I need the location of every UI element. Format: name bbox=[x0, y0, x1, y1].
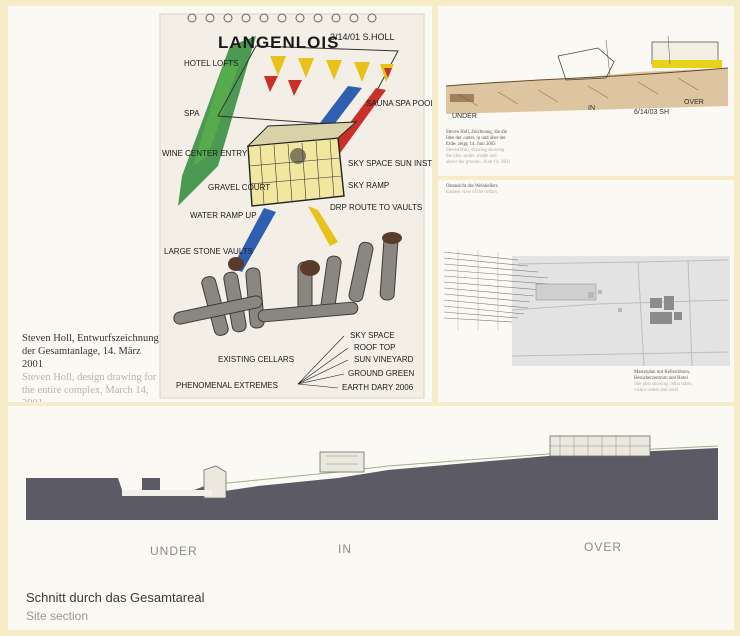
elev-caption-de-3: Erde‹ zeigt, 14. Juni 2003 bbox=[446, 142, 496, 147]
label-gravel: GRAVEL COURT bbox=[208, 183, 270, 192]
elev-caption-en-2: the idea ›under, inside and bbox=[446, 154, 497, 159]
label-spa: SPA bbox=[184, 109, 200, 118]
label-drp: DRP ROUTE TO VAULTS bbox=[330, 203, 422, 212]
elev-caption-en-3: above the ground‹, June 14, 2003 bbox=[446, 160, 511, 165]
label-list-1: ROOF TOP bbox=[354, 343, 396, 352]
label-sky: SKY SPACE SUN INSTRUMENT bbox=[348, 159, 432, 168]
section-label-over: OVER bbox=[584, 540, 623, 554]
elev-caption-de-1: Steven Holl, Zeichnung, die die bbox=[446, 130, 508, 135]
label-wine: WINE CENTER ENTRY bbox=[162, 149, 248, 158]
label-list-0: SKY SPACE bbox=[350, 331, 395, 340]
section-label-under: UNDER bbox=[150, 544, 198, 558]
design-sketch: LANGENLOIS 3/14/01 S.HOLL HOTEL LOFTS SP… bbox=[159, 13, 432, 399]
elev-label-under: UNDER bbox=[452, 113, 477, 120]
label-stone: LARGE STONE VAULTS bbox=[164, 247, 253, 256]
sketch-caption-en-1: Steven Holl, design drawing for bbox=[22, 372, 157, 383]
elevation-sketch: UNDER IN 6/14/03 SH OVER bbox=[445, 35, 729, 120]
label-hotel: HOTEL LOFTS bbox=[184, 59, 238, 68]
label-sauna: SAUNA SPA POOL bbox=[366, 99, 432, 108]
section-caption-en: Site section bbox=[26, 609, 89, 623]
sketch-caption-de-2: der Gesamtanlage, 14. März 2001 bbox=[22, 346, 141, 370]
elev-label-over: OVER bbox=[684, 99, 704, 106]
plan-caption-de-1: Masterplan mit Kellerröhren, bbox=[634, 370, 691, 375]
label-skyramp: SKY RAMP bbox=[348, 181, 389, 190]
plan-header-en: Eastern view of the cellars bbox=[446, 190, 497, 195]
elevation-sketch-panel: UNDER IN 6/14/03 SH OVER Steven Holl, Ze… bbox=[438, 6, 734, 176]
section-label-in: IN bbox=[338, 542, 352, 556]
elev-caption-en-1: Steven Holl, drawing showing bbox=[446, 148, 505, 153]
label-list-2: SUN VINEYARD bbox=[354, 355, 414, 364]
elev-caption-de-2: Idee der ›unter, in und über der bbox=[446, 136, 506, 141]
plan-caption-en-2: visitor center and hotel bbox=[634, 388, 679, 393]
site-section-panel: UNDER IN OVER Schnitt durch das Gesamtar… bbox=[8, 406, 734, 630]
label-list-3: GROUND GREEN bbox=[348, 369, 414, 378]
plan-caption-de-2: Besucherzentrum und Hotel bbox=[634, 376, 688, 381]
elev-label-in: IN bbox=[588, 105, 595, 112]
section-caption-de: Schnitt durch das Gesamtareal bbox=[26, 590, 205, 605]
label-water: WATER RAMP UP bbox=[190, 211, 257, 220]
sketch-panel: LANGENLOIS 3/14/01 S.HOLL HOTEL LOFTS SP… bbox=[8, 6, 432, 402]
plan-caption-en-1: Site plan showing cellar tubes, bbox=[634, 382, 693, 387]
sketch-title: LANGENLOIS bbox=[218, 33, 339, 52]
label-phen: PHENOMENAL EXTREMES bbox=[176, 381, 278, 390]
site-section-drawing bbox=[26, 435, 719, 520]
label-list-4: EARTH DARY 2006 bbox=[342, 383, 414, 392]
label-cellars: EXISTING CELLARS bbox=[218, 355, 294, 364]
plan-header-de: Ostansicht des Weinkellers bbox=[446, 184, 498, 189]
sketch-date: 3/14/01 S.HOLL bbox=[330, 32, 395, 42]
site-plan bbox=[443, 250, 730, 367]
sketch-caption-en-2: the entire complex, March 14, 2001 bbox=[22, 385, 149, 402]
sketch-caption-de-1: Steven Holl, Entwurfszeichnung bbox=[22, 333, 159, 344]
elev-label-date: 6/14/03 SH bbox=[634, 109, 669, 116]
site-plan-panel: Ostansicht des Weinkellers Eastern view … bbox=[438, 180, 734, 402]
